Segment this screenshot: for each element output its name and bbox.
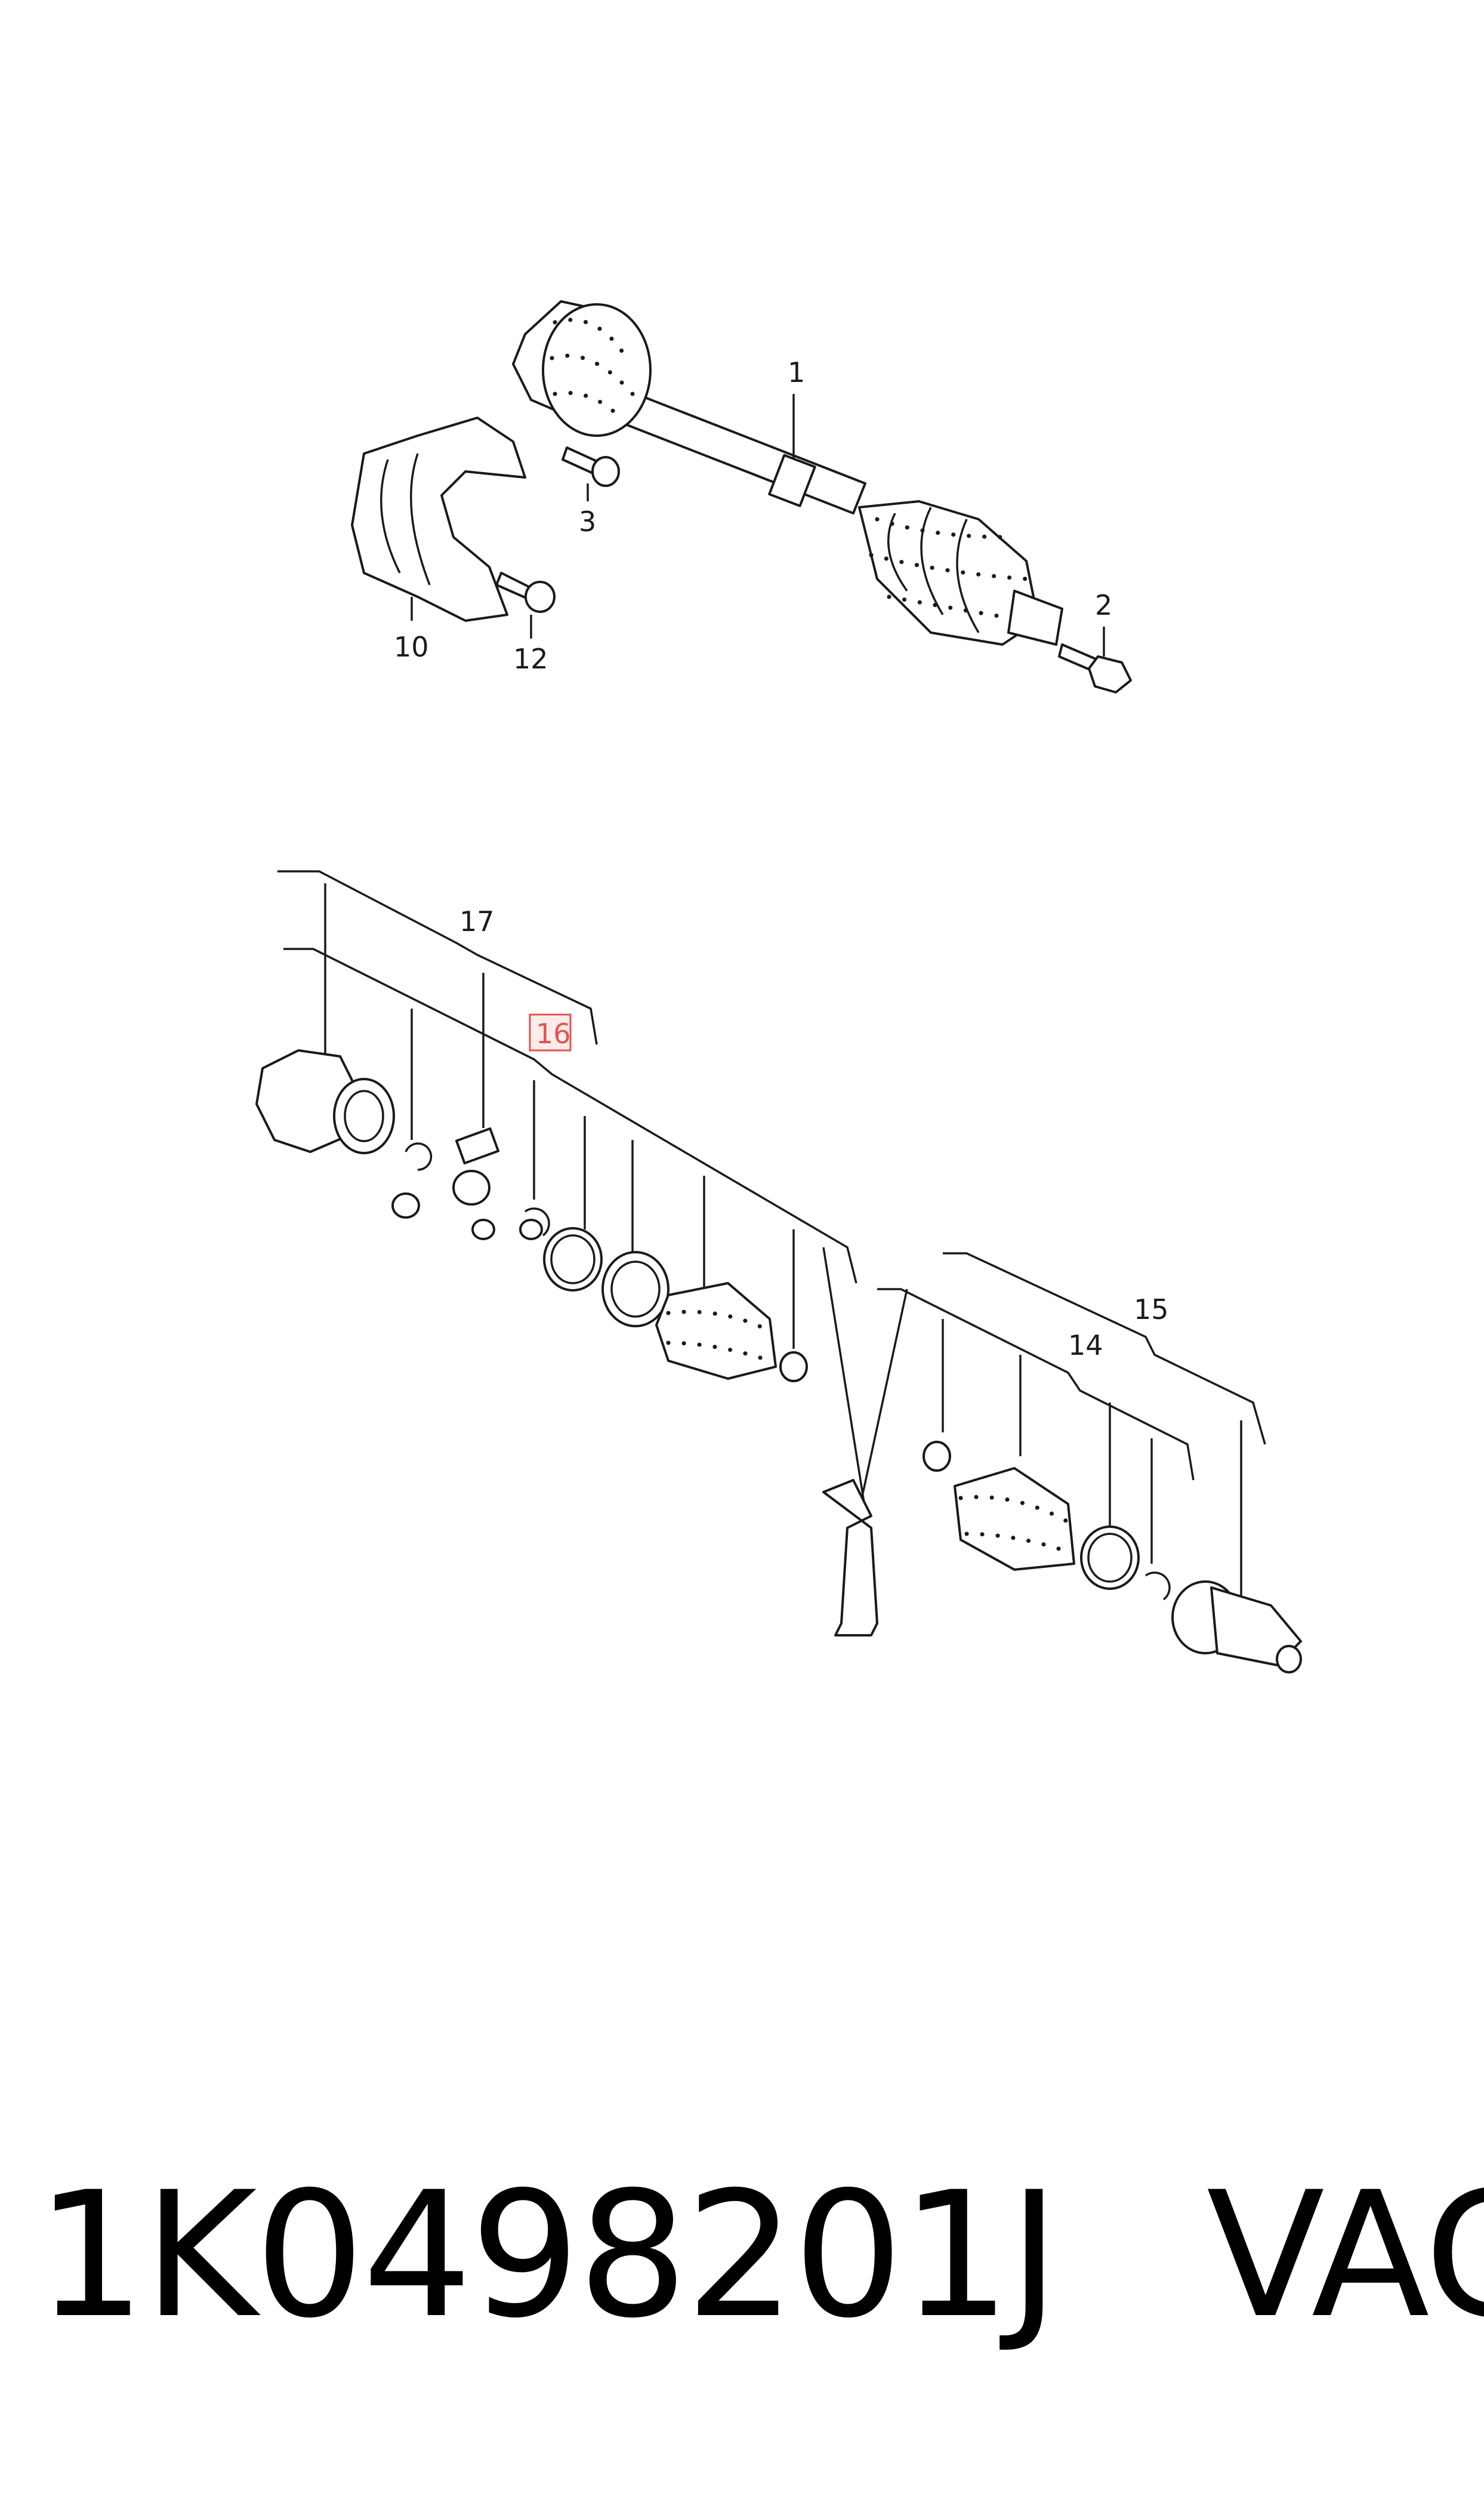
callout-12: 12 bbox=[513, 643, 548, 675]
callout-3: 3 bbox=[579, 506, 596, 538]
part-number: 1K0498201J bbox=[36, 2155, 1060, 2356]
callout-16-highlight bbox=[529, 1013, 572, 1052]
exploded-repair-kit bbox=[255, 870, 1302, 1673]
callout-10: 10 bbox=[394, 631, 429, 663]
callout-1: 1 bbox=[788, 356, 805, 389]
footer-caption: 1K0498201J VAG bbox=[36, 2149, 1484, 2363]
callout-17: 17 bbox=[459, 905, 495, 938]
drive-shaft-assembly bbox=[351, 300, 1132, 694]
callout-14: 14 bbox=[1068, 1329, 1103, 1361]
callout-2: 2 bbox=[1095, 589, 1112, 621]
brand-name: VAG bbox=[1206, 2155, 1484, 2356]
callout-15: 15 bbox=[1134, 1293, 1169, 1326]
callout-16[interactable]: 16 bbox=[536, 1018, 571, 1050]
